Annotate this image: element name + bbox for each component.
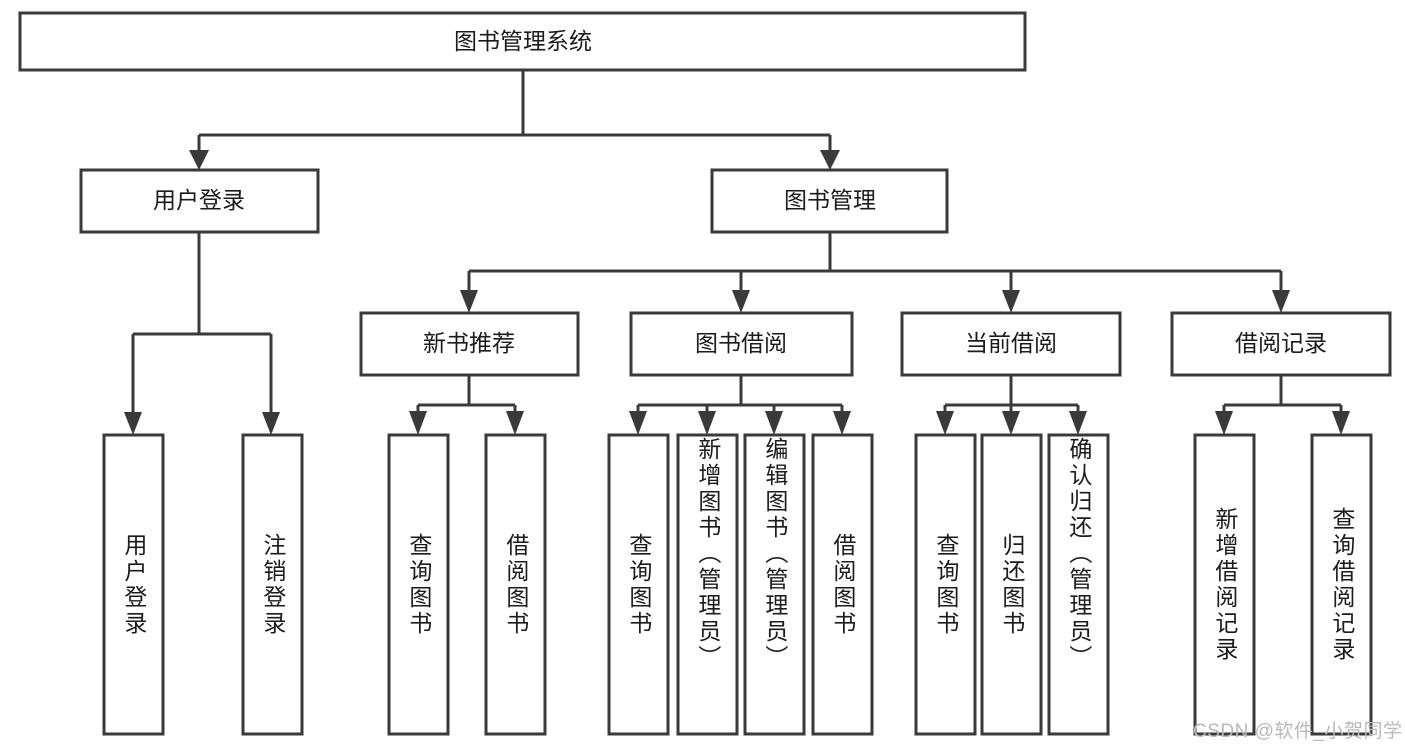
arrow-new-book-rec (460, 290, 478, 313)
connector-group-new-book-rec (409, 375, 524, 435)
arrow-cb-leaf-3 (1069, 411, 1087, 435)
arrow-user-leaf-1 (124, 412, 142, 435)
node-user-login-box[interactable] (79, 168, 320, 234)
arrow-current-borrow (1002, 290, 1020, 313)
node-root-system[interactable]: 图书管理系统 (18, 11, 1027, 72)
watermark-text: CSDN @软件_小贺同学 (1193, 721, 1403, 742)
arrow-borrow-record (1272, 290, 1290, 313)
leaf-box-query-book-cb[interactable] (914, 433, 977, 736)
arrow-bb-leaf-3 (765, 411, 783, 435)
leaf-box-query-borrow-record[interactable] (1310, 433, 1373, 736)
arrow-to-book-manage (820, 150, 840, 170)
node-borrow-record[interactable]: 借阅记录 (1170, 311, 1392, 377)
leaf-boxes (102, 433, 1373, 736)
node-root-system-box[interactable] (18, 11, 1027, 72)
connector-group-current-borrow (936, 375, 1087, 435)
leaf-box-query-book-nbr[interactable] (387, 433, 450, 736)
arrow-bb-leaf-1 (629, 411, 647, 435)
connector-group-borrow-record (1215, 375, 1350, 435)
arrow-br-leaf-2 (1332, 411, 1350, 435)
arrow-book-borrow (732, 290, 750, 313)
node-user-login-label: 用户登录 (153, 187, 245, 213)
arrow-nbr-leaf-1 (409, 411, 427, 435)
arrow-bb-leaf-4 (833, 411, 851, 435)
node-new-book-rec-box[interactable] (359, 311, 580, 377)
node-current-borrow[interactable]: 当前借阅 (900, 311, 1122, 377)
node-new-book-rec-label: 新书推荐 (423, 330, 515, 356)
connector-group-user-login (124, 232, 280, 435)
leaf-box-add-book-admin[interactable] (676, 433, 739, 736)
node-book-borrow[interactable]: 图书借阅 (629, 311, 854, 377)
node-book-borrow-box[interactable] (629, 311, 854, 377)
arrow-cb-leaf-2 (1002, 411, 1020, 435)
leaf-box-confirm-return-admin[interactable] (1047, 433, 1110, 736)
node-borrow-record-box[interactable] (1170, 311, 1392, 377)
node-new-book-rec[interactable]: 新书推荐 (359, 311, 580, 377)
arrow-bb-leaf-2 (698, 411, 716, 435)
arrow-to-user-login (189, 150, 209, 170)
arrow-nbr-leaf-2 (506, 411, 524, 435)
leaf-box-logout[interactable] (241, 433, 304, 736)
node-root-system-label: 图书管理系统 (454, 28, 592, 54)
node-current-borrow-box[interactable] (900, 311, 1122, 377)
leaf-box-user-login[interactable] (102, 433, 165, 736)
leaf-box-add-borrow-record[interactable] (1193, 433, 1256, 736)
leaf-box-return-book[interactable] (980, 433, 1043, 736)
node-book-manage[interactable]: 图书管理 (710, 168, 949, 234)
node-book-manage-box[interactable] (710, 168, 949, 234)
arrow-br-leaf-1 (1215, 411, 1233, 435)
node-book-manage-label: 图书管理 (784, 187, 876, 213)
node-current-borrow-label: 当前借阅 (965, 330, 1057, 356)
arrow-cb-leaf-1 (936, 411, 954, 435)
connector-group-book-manage (460, 232, 1290, 313)
leaf-box-edit-book-admin[interactable] (743, 433, 806, 736)
node-book-borrow-label: 图书借阅 (695, 330, 787, 356)
leaf-box-query-book-bb[interactable] (607, 433, 670, 736)
arrow-user-leaf-2 (262, 412, 280, 435)
connector-group-root (189, 70, 840, 170)
leaf-box-borrow-book-nbr[interactable] (484, 433, 547, 736)
connector-group-book-borrow (629, 375, 851, 435)
node-borrow-record-label: 借阅记录 (1235, 330, 1327, 356)
leaf-box-borrow-book-bb[interactable] (811, 433, 874, 736)
node-user-login[interactable]: 用户登录 (79, 168, 320, 234)
